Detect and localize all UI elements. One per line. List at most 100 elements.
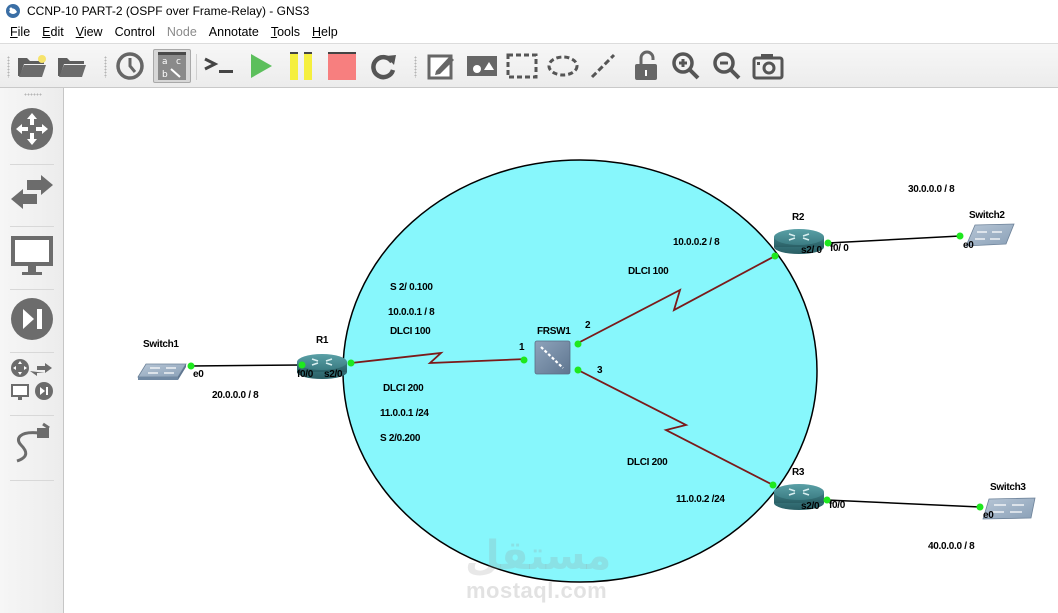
port-dot-r1-s2-0 bbox=[347, 359, 355, 367]
serial-link-frsw1-r2[interactable] bbox=[577, 255, 776, 344]
toolbar-grip[interactable] bbox=[7, 56, 10, 78]
zoom-out-icon bbox=[713, 52, 741, 80]
zoom-out-button[interactable] bbox=[710, 50, 744, 82]
note-r2-dlci[interactable]: DLCI 100 bbox=[628, 266, 669, 277]
all-devices-icon bbox=[11, 359, 53, 400]
menu-node[interactable]: Node bbox=[166, 25, 197, 39]
dock-grip[interactable] bbox=[24, 93, 42, 96]
menu-view-label: iew bbox=[83, 25, 103, 39]
reload-icon bbox=[371, 54, 396, 80]
frsw1-label: FRSW1 bbox=[537, 326, 571, 337]
menu-bar: File Edit View Control Node Annotate Too… bbox=[0, 22, 1058, 42]
r3-fa-port-label: f0/0 bbox=[829, 500, 846, 511]
note-net-switch1[interactable]: 20.0.0.0 / 8 bbox=[212, 390, 259, 401]
draw-rectangle-button[interactable] bbox=[505, 50, 539, 82]
browse-end-devices-button[interactable] bbox=[6, 230, 58, 282]
switch3-port-label: e0 bbox=[983, 510, 994, 521]
browse-routers-button[interactable] bbox=[6, 103, 58, 155]
r3-label: R3 bbox=[792, 467, 805, 478]
unlock-button[interactable] bbox=[629, 50, 663, 82]
r3-serial-port-label: s2/0 bbox=[801, 501, 820, 512]
add-link-icon bbox=[16, 422, 50, 463]
menu-edit[interactable]: Edit bbox=[42, 25, 64, 39]
note-net-switch3[interactable]: 40.0.0.0 / 8 bbox=[928, 541, 975, 552]
browse-switches-button[interactable] bbox=[6, 168, 58, 220]
draw-line-button[interactable] bbox=[586, 50, 620, 82]
insert-image-button[interactable] bbox=[465, 50, 499, 82]
new-project-button[interactable] bbox=[15, 50, 49, 82]
switch2-label: Switch2 bbox=[969, 210, 1005, 221]
toolbar-grip[interactable] bbox=[104, 56, 107, 78]
insert-image-icon bbox=[467, 56, 497, 76]
serial-link-frsw1-r3[interactable] bbox=[577, 369, 774, 486]
add-note-icon bbox=[427, 54, 454, 80]
topology-svg bbox=[137, 159, 1036, 583]
menu-tools[interactable]: Tools bbox=[271, 25, 300, 39]
note-r3-ip[interactable]: 11.0.0.2 /24 bbox=[676, 494, 725, 505]
ethernet-link-r3-switch3[interactable] bbox=[826, 499, 981, 508]
switch1-port-label: e0 bbox=[193, 369, 204, 380]
note-r1-ip-200[interactable]: 11.0.0.1 /24 bbox=[380, 408, 429, 419]
switch1-node[interactable] bbox=[137, 363, 187, 380]
watermark-logo: mostaql.com bbox=[466, 578, 608, 603]
menu-help[interactable]: Help bbox=[312, 25, 338, 39]
ethernet-link-r2-switch2[interactable] bbox=[827, 235, 961, 244]
ethernet-link-switch1-r1[interactable] bbox=[190, 364, 303, 367]
port-dot-r2-s2-0 bbox=[771, 252, 779, 260]
start-button[interactable] bbox=[244, 50, 278, 82]
note-r1-dlci-100[interactable]: DLCI 100 bbox=[390, 326, 431, 337]
stop-button[interactable] bbox=[325, 50, 359, 82]
snapshot-button[interactable] bbox=[113, 50, 147, 82]
open-project-button[interactable] bbox=[55, 50, 89, 82]
port-dot-r2-f0-0 bbox=[824, 239, 832, 247]
console-button[interactable] bbox=[202, 50, 236, 82]
switches-icon bbox=[11, 175, 53, 209]
open-project-icon bbox=[58, 58, 86, 77]
draw-line-icon bbox=[590, 53, 616, 79]
note-r3-dlci[interactable]: DLCI 200 bbox=[627, 457, 668, 468]
switch3-node[interactable] bbox=[982, 497, 1036, 520]
r3-router-node[interactable] bbox=[774, 484, 824, 510]
reload-button[interactable] bbox=[367, 50, 401, 82]
note-r1-ip-100[interactable]: 10.0.0.1 / 8 bbox=[388, 307, 435, 318]
add-link-button[interactable] bbox=[6, 418, 58, 470]
menu-view[interactable]: View bbox=[76, 25, 103, 39]
menu-edit-label: dit bbox=[50, 25, 64, 39]
add-note-button[interactable] bbox=[424, 50, 458, 82]
r2-router-node[interactable] bbox=[774, 229, 824, 254]
topology-canvas[interactable]: Switch1 e0 R1 f0/0 s2/0 FRSW1 1 2 3 R2 s… bbox=[65, 89, 1058, 613]
screenshot-button[interactable] bbox=[751, 50, 785, 82]
r1-router-node[interactable] bbox=[297, 354, 347, 379]
dock-separator bbox=[10, 480, 54, 481]
switch3-label: Switch3 bbox=[990, 482, 1026, 493]
r1-label: R1 bbox=[316, 335, 329, 346]
note-r2-ip[interactable]: 10.0.0.2 / 8 bbox=[673, 237, 720, 248]
switch2-node[interactable] bbox=[965, 223, 1015, 247]
serial-link-r1-frsw1[interactable] bbox=[350, 351, 528, 365]
security-devices-icon bbox=[11, 298, 53, 340]
menu-control[interactable]: Control bbox=[114, 25, 155, 39]
toolbar-separator bbox=[196, 54, 197, 80]
snapshot-clock-icon bbox=[116, 52, 144, 80]
browse-security-devices-button[interactable] bbox=[6, 293, 58, 345]
note-r1-subif-200[interactable]: S 2/0.200 bbox=[380, 433, 421, 444]
window-title: CCNP-10 PART-2 (OSPF over Frame-Relay) -… bbox=[27, 4, 310, 18]
toolbar-grip[interactable] bbox=[414, 56, 417, 78]
r1-serial-port-label: s2/0 bbox=[324, 369, 343, 380]
menu-file[interactable]: File bbox=[10, 25, 30, 39]
browse-all-devices-button[interactable] bbox=[6, 354, 58, 406]
frsw1-frame-relay-switch-node[interactable] bbox=[534, 340, 571, 375]
note-r1-subif-100[interactable]: S 2/ 0.100 bbox=[390, 282, 433, 293]
end-devices-icon bbox=[11, 236, 53, 275]
note-r1-dlci-200[interactable]: DLCI 200 bbox=[383, 383, 424, 394]
menu-file-label: ile bbox=[17, 25, 31, 39]
menu-annotate[interactable]: Annotate bbox=[208, 25, 259, 39]
draw-ellipse-button[interactable] bbox=[546, 50, 580, 82]
port-dot-frsw1-2 bbox=[574, 340, 582, 348]
note-net-switch2[interactable]: 30.0.0.0 / 8 bbox=[908, 184, 955, 195]
zoom-in-button[interactable] bbox=[669, 50, 703, 82]
pause-button[interactable] bbox=[284, 50, 318, 82]
